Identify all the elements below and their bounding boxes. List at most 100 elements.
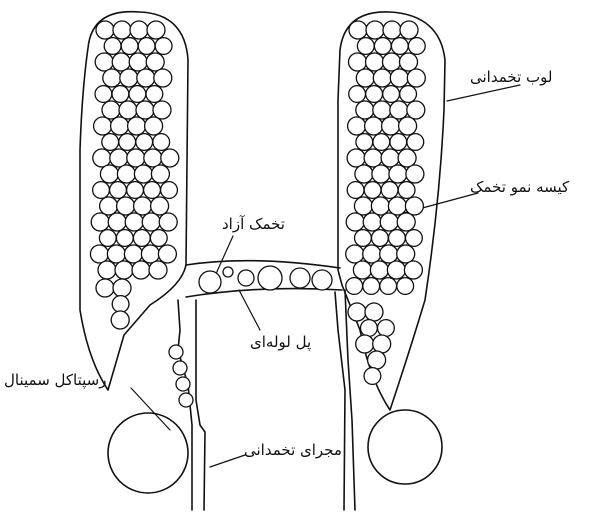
egg-cell [363,245,381,263]
egg-cell [124,245,142,263]
egg-cell [93,149,111,167]
egg-cell [347,182,364,199]
egg-cell [147,21,165,39]
egg-cell [116,230,133,247]
egg-cell [371,197,389,215]
egg-cell [346,213,364,231]
egg-cell [134,197,152,215]
egg-cell [347,149,365,167]
egg-cell [99,230,116,247]
egg-cell [112,296,129,313]
egg-cell [366,86,383,103]
egg-cell [142,213,160,231]
egg-cell [381,149,399,167]
egg-cell [408,38,425,55]
label-free-egg: تخمک آزاد [222,217,285,232]
egg-cell [145,117,163,135]
egg-cell [146,53,164,71]
egg-cell [102,134,119,151]
egg-cell [119,134,136,151]
egg-cell [406,230,423,247]
egg-cell [107,245,125,263]
egg-cell [397,245,415,263]
egg-cell [161,182,178,199]
egg-cell [136,134,153,151]
egg-cell [357,38,374,55]
egg-cell [96,279,114,297]
free-egg [258,266,282,290]
egg-cell [389,165,407,183]
egg-cell [400,86,417,103]
egg-cell [132,261,150,279]
egg-cell [373,101,391,119]
label-oviduct: مجرای تخمدانی [244,443,342,458]
egg-cell [173,361,187,375]
egg-cell [103,69,121,87]
egg-cell [95,86,112,103]
egg-cell [117,197,135,215]
egg-cell [389,230,406,247]
egg-cell [150,230,167,247]
egg-cell [128,117,146,135]
free-egg [199,271,221,293]
egg-cell [388,197,406,215]
egg-cell [119,101,137,119]
left-seminal-receptacle [108,413,188,493]
egg-cell [373,69,391,87]
egg-cell [144,149,162,167]
egg-cell [161,149,179,167]
egg-cell [356,101,374,119]
egg-cell [355,230,372,247]
egg-cell [407,101,425,119]
egg-cell [390,101,408,119]
egg-cell [383,21,401,39]
egg-cell [90,245,108,263]
egg-cell [404,261,422,279]
egg-cell [370,261,388,279]
egg-cell [127,149,145,167]
right-oviduct [335,290,355,510]
egg-cell [407,134,424,151]
egg-cell [368,351,386,369]
egg-cell [95,53,113,71]
label-seminal-receptacle: رسپتاکل سمینال [4,373,106,388]
egg-cell [136,101,154,119]
egg-cell [349,86,366,103]
label-tubular-bridge: پل لوله‌ای [250,335,311,350]
egg-cell [154,69,172,87]
egg-cell [398,182,415,199]
free-egg [290,268,310,288]
egg-cell [155,38,172,55]
egg-cell [110,182,127,199]
free-egg [312,270,332,290]
right-seminal-receptacle [368,410,442,484]
egg-cell [121,38,138,55]
egg-cell [387,261,405,279]
egg-cell [159,213,177,231]
egg-cell [153,101,171,119]
egg-cell [372,230,389,247]
egg-cell [130,21,148,39]
egg-cell [113,279,131,297]
egg-cell [112,86,129,103]
egg-cell [127,182,144,199]
egg-cell [110,149,128,167]
egg-cell [390,134,407,151]
egg-cell [176,377,190,391]
egg-cell [366,21,384,39]
egg-cell [153,134,170,151]
egg-cell [356,134,373,151]
egg-cell [348,117,366,135]
egg-cell [383,53,401,71]
egg-cell [382,117,400,135]
egg-cell [346,278,363,295]
egg-cell [117,165,135,183]
egg-cell [364,368,381,385]
egg-cell [406,165,424,183]
egg-cell [380,278,397,295]
egg-cell [391,38,408,55]
egg-cell [104,38,121,55]
egg-cell [405,197,423,215]
egg-cell [364,182,381,199]
